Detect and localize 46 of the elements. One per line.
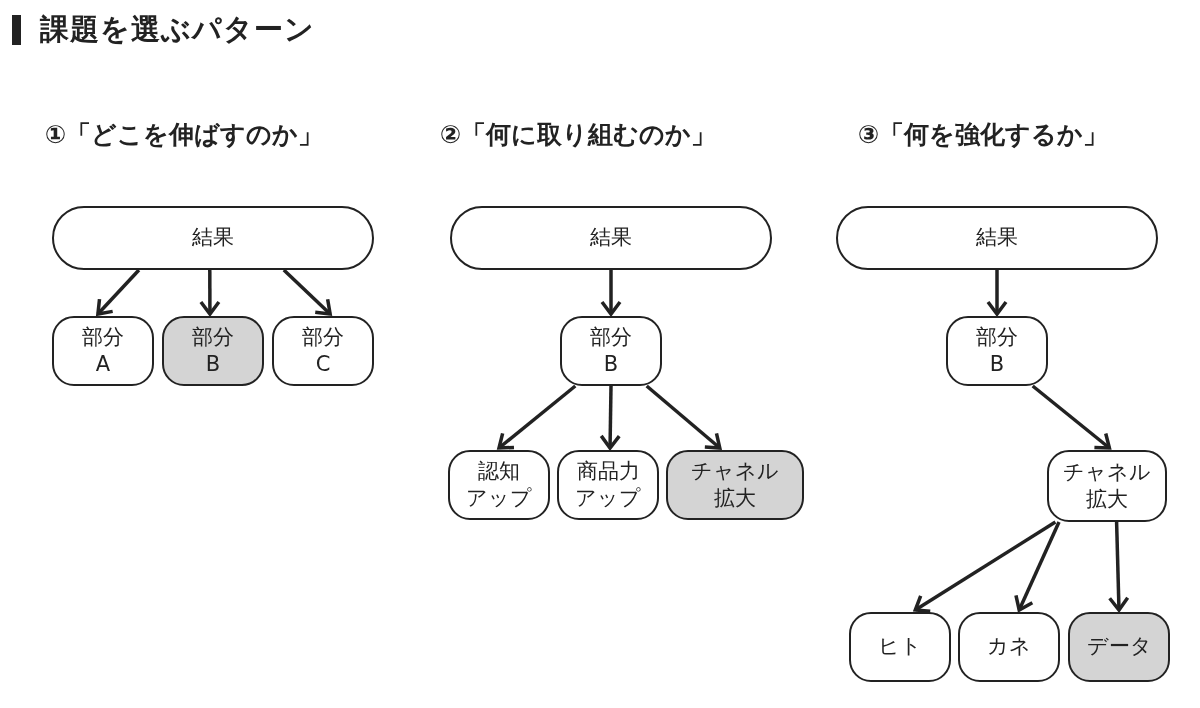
node-label: ヒト	[878, 633, 922, 661]
rounded-box	[560, 316, 662, 386]
arrow	[1014, 521, 1061, 612]
rounded-box	[946, 316, 1048, 386]
node-label: チャネル拡大	[1063, 458, 1151, 513]
section-heading: ②「何に取り組むのか」	[440, 119, 717, 151]
arrow	[913, 520, 1057, 613]
section-heading: ③「何を強化するか」	[858, 119, 1109, 151]
section-heading: ①「どこを伸ばすのか」	[45, 119, 324, 151]
title: 課題を選ぶパターン	[40, 11, 315, 48]
rounded-box	[849, 612, 951, 682]
arrow	[599, 385, 621, 450]
node-label: カネ	[987, 633, 1031, 661]
arrow	[96, 268, 141, 316]
arrow	[645, 384, 722, 450]
highlighted-rounded-box	[666, 450, 804, 520]
rounded-box	[52, 206, 374, 270]
node-label: 部分B	[192, 323, 234, 378]
node-label: 結果	[976, 224, 1018, 252]
node-label: 結果	[590, 224, 632, 252]
rounded-box	[52, 316, 154, 386]
arrow	[1107, 521, 1130, 612]
node-label: 部分B	[976, 323, 1018, 378]
node-label: 認知アップ	[466, 457, 532, 512]
rounded-box	[272, 316, 374, 386]
rounded-box	[836, 206, 1158, 270]
rounded-box	[1047, 450, 1167, 522]
node-label: 部分C	[302, 323, 344, 378]
node-label: データ	[1086, 633, 1152, 661]
arrow	[1031, 384, 1112, 450]
node-label: 部分A	[82, 323, 124, 378]
rounded-box	[557, 450, 659, 520]
arrow	[282, 268, 332, 316]
node-label: 商品力アップ	[575, 457, 641, 512]
arrow	[600, 270, 622, 316]
rounded-box	[448, 450, 550, 520]
arrow	[986, 270, 1008, 316]
arrow	[199, 270, 221, 316]
node-label: チャネル拡大	[691, 457, 779, 512]
highlighted-rounded-box	[162, 316, 264, 386]
arrow	[497, 384, 577, 450]
node-label: 結果	[192, 224, 234, 252]
rounded-box	[450, 206, 772, 270]
highlighted-rounded-box	[1068, 612, 1170, 682]
node-label: 部分B	[590, 323, 632, 378]
rounded-box	[958, 612, 1060, 682]
